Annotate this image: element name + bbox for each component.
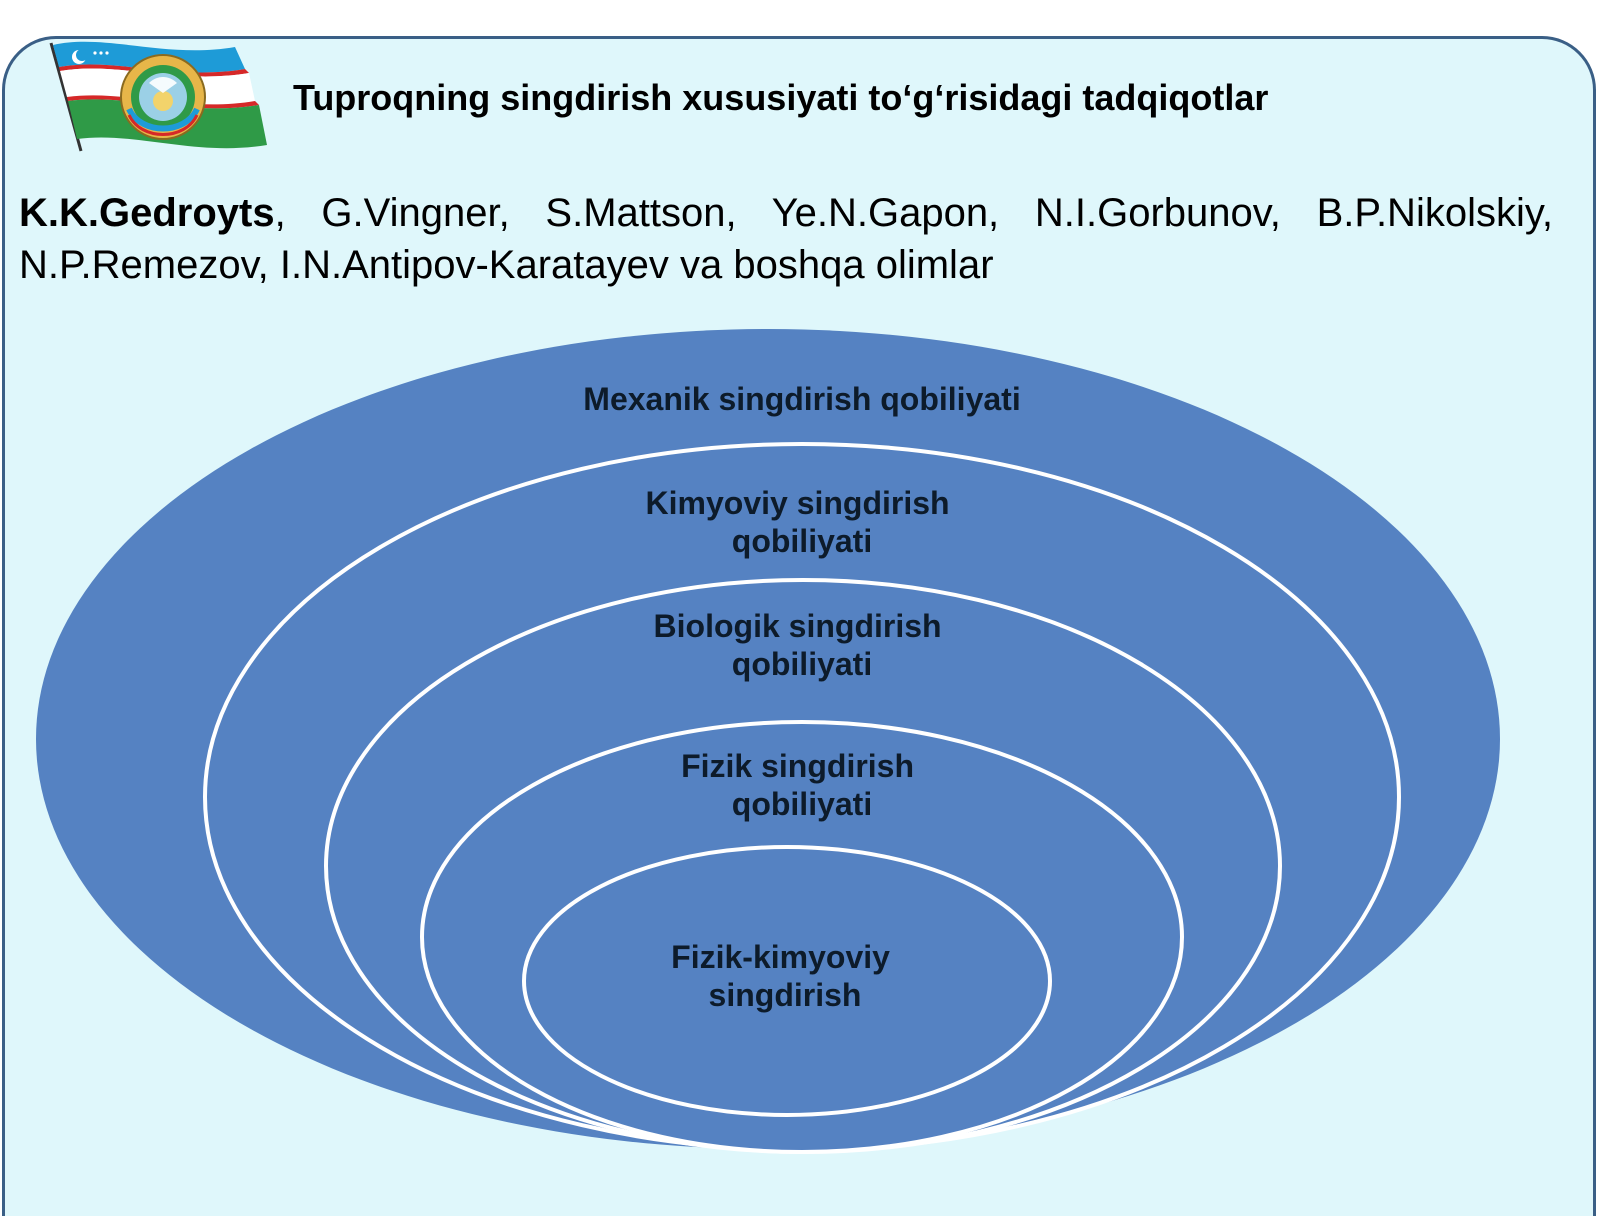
authors-lead: K.K.Gedroyts — [19, 191, 275, 235]
authors-text: K.K.Gedroyts, G.Vingner, S.Mattson, Ye.N… — [19, 187, 1553, 291]
ring-label-physical: Fizik singdirish qobiliyati — [681, 748, 923, 822]
ring-label-mechanical: Mexanik singdirish qobiliyati — [583, 381, 1020, 417]
slide-title: Tuproqning singdirish xususiyati to‘g‘ri… — [293, 77, 1269, 118]
uzbekistan-flag-and-emblem-icon — [49, 41, 267, 152]
slide: Tuproqning singdirish xususiyati to‘g‘ri… — [2, 36, 1596, 1216]
ring-label-chemical: Kimyoviy singdirish qobiliyati — [646, 485, 959, 559]
ring-label-physicochemical: Fizik-kimyoviy singdirish — [671, 939, 899, 1013]
ring-ellipse-physicochemical — [522, 845, 1052, 1117]
authors-rest: , G.Vingner, S.Mattson, Ye.N.Gapon, N.I.… — [19, 191, 1553, 287]
nested-ellipse-diagram: Mexanik singdirish qobiliyati Kimyoviy s… — [36, 329, 1500, 1154]
ring-label-biological: Biologik singdirish qobiliyati — [654, 608, 951, 682]
